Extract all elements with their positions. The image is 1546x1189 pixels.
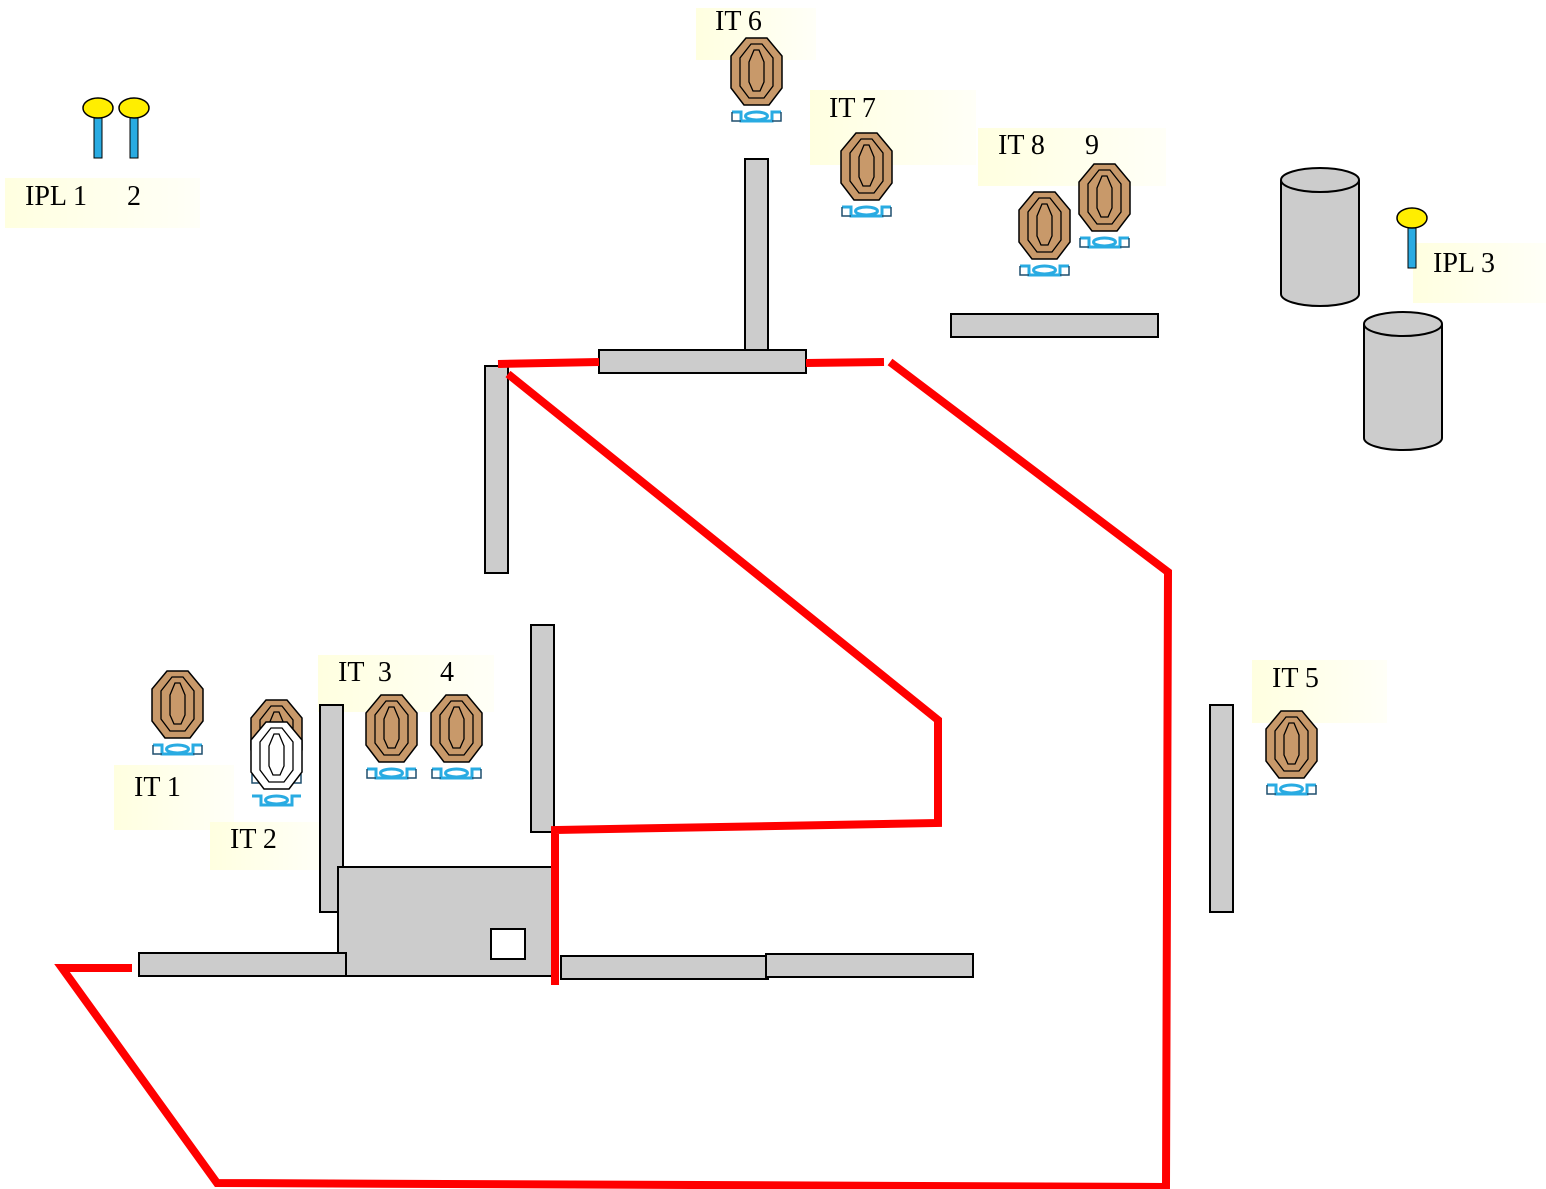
- label-it-6: IT 6: [715, 6, 762, 37]
- wall-left-upper: [484, 365, 509, 574]
- popper-target-icon: [1264, 709, 1319, 796]
- wall-top-vertical: [744, 158, 769, 351]
- wall-bottom-left: [138, 952, 347, 977]
- popper-target-icon: [364, 693, 419, 780]
- wall-top-horizontal: [598, 349, 807, 374]
- label-it-9: 9: [1085, 130, 1099, 161]
- popper-target-icon: [150, 669, 205, 756]
- fault-line-top-left: [497, 358, 600, 368]
- barrel-icon: [1280, 167, 1360, 307]
- fault-line-inner: [505, 370, 942, 985]
- wall-upper-right: [950, 313, 1159, 338]
- label-ipl-2: 2: [127, 181, 141, 212]
- wall-it3-vertical: [319, 704, 344, 913]
- popper-target-icon: [1017, 190, 1072, 277]
- popper-target-icon: [1077, 162, 1132, 249]
- label-backgrounds: [5, 8, 1546, 870]
- ipl-pin-icon: [82, 97, 114, 159]
- label-it-4: 4: [440, 657, 454, 688]
- label-ipl-1: IPL 1: [25, 181, 87, 212]
- wall-right-vertical: [1209, 704, 1234, 913]
- popper-target-icon: [429, 693, 484, 780]
- popper-target-icon: [839, 131, 894, 218]
- label-it-3: IT 3: [338, 657, 392, 688]
- barrel-icon: [1363, 311, 1443, 451]
- walls: [138, 158, 1234, 980]
- label-it-8: IT 8: [998, 130, 1045, 161]
- no-shoot-target-icon: [249, 720, 304, 807]
- wall-bottom-mid: [560, 955, 769, 980]
- label-ipl-3: IPL 3: [1433, 248, 1495, 279]
- fault-lines: [54, 358, 1173, 1189]
- label-it-1: IT 1: [134, 772, 181, 803]
- label-it-7: IT 7: [829, 93, 876, 124]
- popper-target-icon: [729, 36, 784, 123]
- ipl-pin-icon: [118, 97, 150, 159]
- fault-line-outer: [54, 358, 1173, 1189]
- label-it-5: IT 5: [1272, 663, 1319, 694]
- wall-center-vertical: [530, 624, 555, 833]
- start-position-marker: [490, 928, 526, 960]
- label-it-2: IT 2: [230, 824, 277, 855]
- wall-bottom-right: [765, 953, 974, 978]
- fault-line-top-right: [805, 358, 885, 367]
